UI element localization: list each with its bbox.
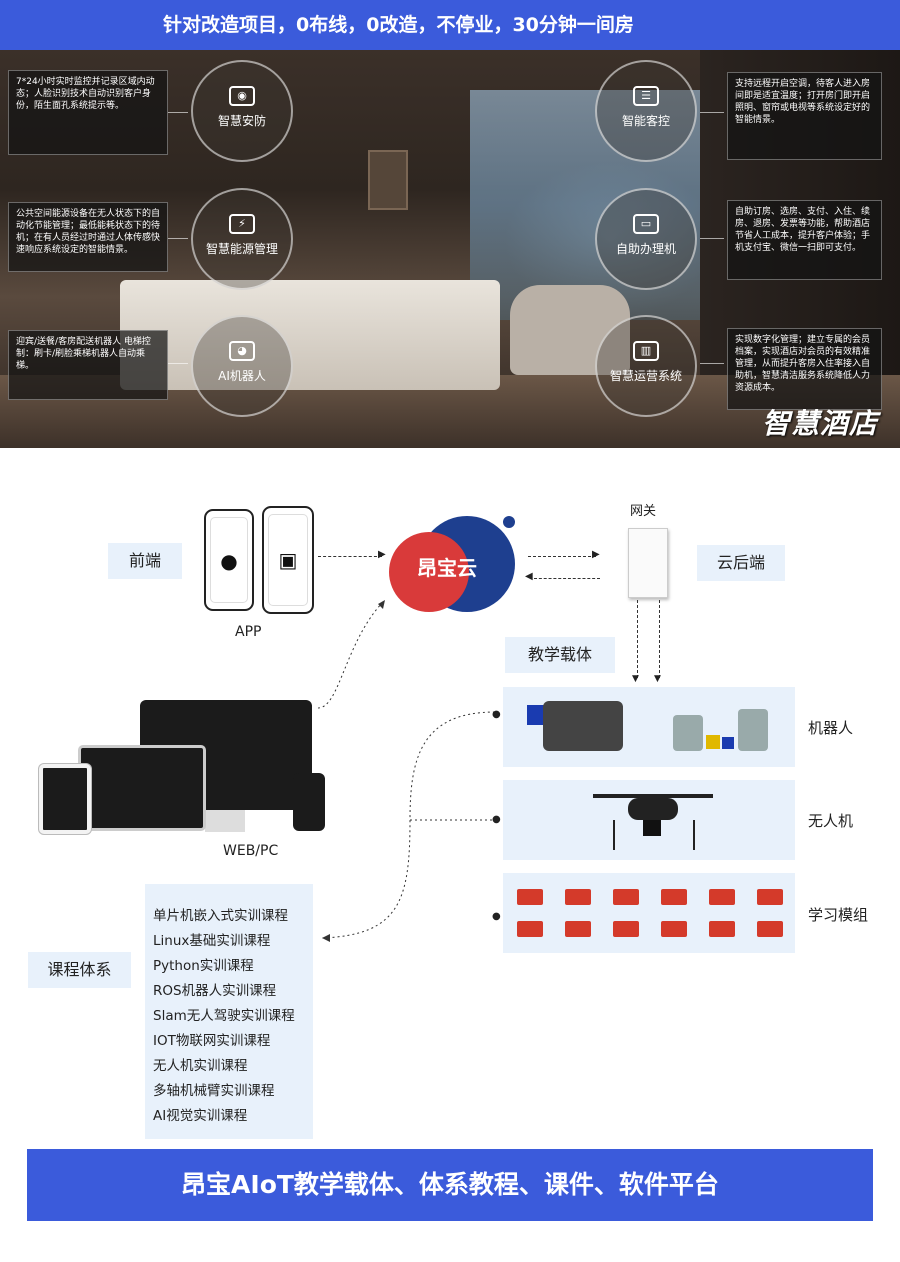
learning-modules-image bbox=[513, 885, 783, 945]
feature-self-service: ▭ 自助办理机 bbox=[595, 188, 697, 290]
arrow-head: ▶ bbox=[378, 549, 386, 560]
hotel-bed-image bbox=[120, 280, 500, 390]
teaching-carrier-label: 教学载体 bbox=[505, 637, 615, 673]
feature-desc-energy: 公共空间能源设备在无人状态下的自动化节能管理；最低能耗状态下的待机；在有人员经过… bbox=[8, 202, 168, 272]
connector-line bbox=[700, 238, 724, 239]
bottom-banner: 昂宝AIoT教学载体、体系教程、课件、软件平台 bbox=[27, 1149, 873, 1221]
iphone-image: ● bbox=[204, 509, 254, 611]
feature-operations: ▥ 智慧运营系统 bbox=[595, 315, 697, 417]
frontend-label: 前端 bbox=[108, 543, 182, 579]
feature-room-control: ☰ 智能客控 bbox=[595, 60, 697, 162]
phone-image bbox=[293, 773, 325, 831]
arrow-app-to-cloud bbox=[318, 556, 382, 557]
arrow-gateway-to-cloud bbox=[534, 578, 600, 579]
web-pc-label: WEB/PC bbox=[223, 843, 279, 859]
arrow-head: ◀ bbox=[525, 571, 533, 582]
connector-line bbox=[700, 112, 724, 113]
connector-line bbox=[168, 112, 188, 113]
bullet: ● bbox=[492, 709, 501, 720]
arrow-head: ▶ bbox=[592, 549, 600, 560]
gateway-down-line bbox=[637, 600, 638, 678]
block-image bbox=[527, 705, 547, 725]
arrow-head: ▼ bbox=[632, 674, 639, 684]
gateway-label: 网关 bbox=[630, 504, 657, 519]
arrow-head: ▼ bbox=[654, 674, 661, 684]
connector-line bbox=[700, 363, 724, 364]
robot-icon: ◕ bbox=[229, 341, 255, 361]
feature-desc-room-control: 支持远程开启空调，待客人进入房间即是适宜温度；打开房门即开启照明、窗帘或电视等系… bbox=[727, 72, 882, 160]
course-item: ROS机器人实训课程 bbox=[153, 983, 277, 999]
gateway-down-line bbox=[659, 600, 660, 678]
feature-desc-security: 7*24小时实时监控并记录区域内动态；人脸识别技术自动识别客户身份，陌生面孔系统… bbox=[8, 70, 168, 155]
course-item: Python实训课程 bbox=[153, 958, 254, 974]
tablet-image bbox=[39, 764, 91, 834]
carrier-label-drone: 无人机 bbox=[808, 812, 854, 830]
energy-icon: ⚡ bbox=[229, 214, 255, 234]
carrier-label-robot: 机器人 bbox=[808, 719, 854, 737]
connector-line bbox=[168, 238, 188, 239]
anbao-cloud-logo: 昂宝云 bbox=[387, 502, 522, 620]
drone-image bbox=[593, 794, 713, 798]
feature-desc-robot: 迎宾/送餐/客房配送机器人 电梯控制：刷卡/刷脸乘梯机器人自动乘梯。 bbox=[8, 330, 168, 400]
feature-desc-self-service: 自助订房、选房、支付、入住、续房、退房、发票等功能，帮助酒店节省人工成本，提升客… bbox=[727, 200, 882, 280]
feature-energy: ⚡ 智慧能源管理 bbox=[191, 188, 293, 290]
feature-title: 智慧安防 bbox=[217, 114, 266, 128]
feature-desc-operations: 实现数字化管理；建立专属的会员档案，实现酒店对会员的有效精准管理，从而提升客房入… bbox=[727, 328, 882, 410]
feature-title: 智慧能源管理 bbox=[205, 242, 278, 256]
course-list: 单片机嵌入式实训课程 Linux基础实训课程 Python实训课程 ROS机器人… bbox=[145, 884, 313, 1139]
course-item: IOT物联网实训课程 bbox=[153, 1033, 271, 1049]
course-item: 无人机实训课程 bbox=[153, 1058, 248, 1074]
wall-picture-image bbox=[368, 150, 408, 210]
course-item: 多轴机械臂实训课程 bbox=[153, 1083, 275, 1099]
cloud-label: 昂宝云 bbox=[417, 556, 477, 580]
carrier-label-module: 学习模组 bbox=[808, 906, 869, 924]
android-icon: ▣ bbox=[278, 548, 298, 572]
apple-icon: ● bbox=[220, 549, 238, 573]
carrier-robot-panel bbox=[503, 687, 795, 767]
feature-title: 智慧运营系统 bbox=[609, 369, 682, 383]
cloud-backend-label: 云后端 bbox=[697, 545, 785, 581]
feature-title: 自助办理机 bbox=[615, 242, 676, 256]
feature-title: AI机器人 bbox=[218, 369, 266, 383]
gateway-device-image bbox=[628, 528, 668, 598]
chart-icon: ▥ bbox=[633, 341, 659, 361]
carrier-module-panel bbox=[503, 873, 795, 953]
robot-car-image bbox=[543, 701, 623, 751]
top-banner: 针对改造项目，0布线，0改造，不停业，30分钟一间房 bbox=[0, 0, 900, 50]
connector-line bbox=[168, 363, 188, 364]
kiosk-icon: ▭ bbox=[633, 214, 659, 234]
air-conditioner-icon: ☰ bbox=[633, 86, 659, 106]
camera-icon: ◉ bbox=[229, 86, 255, 106]
carrier-drone-panel bbox=[503, 780, 795, 860]
course-item: 单片机嵌入式实训课程 bbox=[153, 908, 288, 924]
course-item: Linux基础实训课程 bbox=[153, 933, 271, 949]
course-system-label: 课程体系 bbox=[28, 952, 131, 988]
arrow-cloud-to-gateway bbox=[528, 556, 596, 557]
hotel-brand-title: 智慧酒店 bbox=[761, 407, 878, 440]
robot-arm-image bbox=[668, 705, 778, 755]
course-item: AI视觉实训课程 bbox=[153, 1108, 248, 1124]
app-label: APP bbox=[235, 624, 262, 640]
bullet: ● bbox=[492, 911, 501, 922]
monitor-stand bbox=[205, 810, 245, 832]
course-item: Slam无人驾驶实训课程 bbox=[153, 1008, 295, 1024]
smart-hotel-panel: 7*24小时实时监控并记录区域内动态；人脸识别技术自动识别客户身份，陌生面孔系统… bbox=[0, 50, 900, 448]
feature-security: ◉ 智慧安防 bbox=[191, 60, 293, 162]
feature-ai-robot: ◕ AI机器人 bbox=[191, 315, 293, 417]
android-phone-image: ▣ bbox=[262, 506, 314, 614]
bullet: ● bbox=[492, 814, 501, 825]
feature-title: 智能客控 bbox=[621, 114, 670, 128]
